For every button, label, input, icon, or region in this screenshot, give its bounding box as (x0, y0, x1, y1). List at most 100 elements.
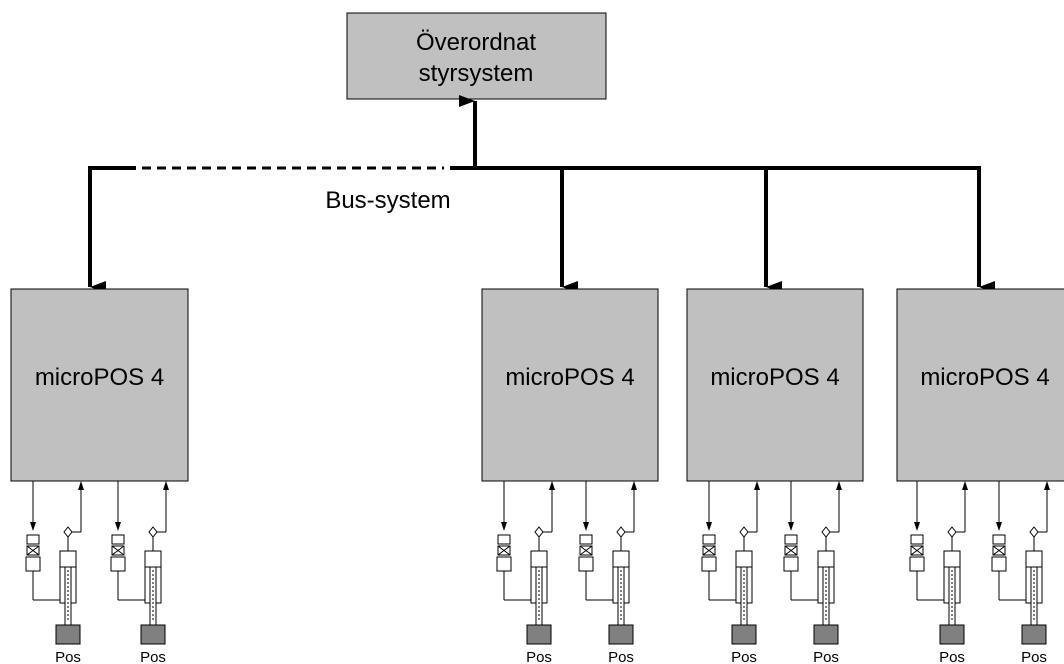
micropos-module: microPOS 4 Pos Pos (481, 288, 659, 664)
load-weight-icon (813, 624, 839, 645)
load-weight-icon (526, 624, 552, 645)
bus-label: Bus-system (325, 187, 450, 214)
pos-label: Pos (731, 649, 757, 664)
signal-arrow-down (30, 522, 36, 531)
pos-label: Pos (1021, 649, 1047, 664)
valve-upper-icon (26, 534, 40, 545)
cylinder-head-icon (530, 550, 548, 568)
positioner-assembly: Pos (578, 481, 637, 664)
valve-body-icon (496, 556, 512, 572)
valve-upper-icon (992, 534, 1006, 545)
micropos-label: microPOS 4 (920, 364, 1049, 391)
position-sensor-icon (739, 526, 749, 538)
controller-box (346, 12, 607, 100)
signal-arrow-down (996, 522, 1002, 531)
feedback-arrow-up (836, 481, 842, 490)
valve-body-icon (701, 556, 717, 572)
valve-body-icon (25, 556, 41, 572)
valve-upper-icon (579, 534, 593, 545)
load-weight-icon (731, 624, 757, 645)
valve-upper-icon (784, 534, 798, 545)
feedback-arrow-up (962, 481, 968, 490)
valve-upper-icon (702, 534, 716, 545)
feedback-arrow-up (163, 481, 169, 490)
pos-label: Pos (55, 649, 81, 664)
micropos-label: microPOS 4 (35, 364, 164, 391)
cylinder-head-icon (144, 550, 162, 568)
feedback-arrow-up (754, 481, 760, 490)
valve-cross-icon (784, 545, 798, 556)
load-weight-icon (140, 624, 166, 645)
cylinder-head-icon (943, 550, 961, 568)
micropos-box (686, 288, 864, 482)
controller-label-line1: Överordnat (416, 29, 536, 56)
valve-cross-icon (579, 545, 593, 556)
pos-label: Pos (608, 649, 634, 664)
signal-arrow-down (788, 522, 794, 531)
feedback-arrow-up (1044, 481, 1050, 490)
micropos-module: microPOS 4 Pos Pos (686, 288, 864, 664)
valve-body-icon (783, 556, 799, 572)
positioner-assembly: Pos (701, 481, 760, 664)
valve-cross-icon (26, 545, 40, 556)
signal-arrow-down (914, 522, 920, 531)
positioner-assembly: Pos (110, 481, 169, 664)
signal-arrow-down (501, 522, 507, 531)
valve-body-icon (110, 556, 126, 572)
valve-upper-icon (910, 534, 924, 545)
valve-upper-icon (111, 534, 125, 545)
position-sensor-icon (63, 526, 73, 538)
cylinder-head-icon (735, 550, 753, 568)
cylinder-head-icon (1025, 550, 1043, 568)
valve-cross-icon (910, 545, 924, 556)
feedback-arrow-up (631, 481, 637, 490)
micropos-module: microPOS 4 Pos Pos (896, 288, 1064, 664)
positioner-assembly: Pos (783, 481, 842, 664)
micropos-label: microPOS 4 (505, 364, 634, 391)
pos-label: Pos (813, 649, 839, 664)
load-weight-icon (1021, 624, 1047, 645)
superior-control-system: Överordnat styrsystem (346, 12, 607, 100)
controller-label-line2: styrsystem (419, 60, 534, 87)
bus-line (88, 95, 995, 293)
positioner-assembly: Pos (991, 481, 1050, 664)
positioner-assembly: Pos (25, 481, 84, 664)
valve-body-icon (578, 556, 594, 572)
feedback-arrow-up (549, 481, 555, 490)
valve-cross-icon (111, 545, 125, 556)
positioner-assembly: Pos (909, 481, 968, 664)
positioner-assembly: Pos (496, 481, 555, 664)
position-sensor-icon (616, 526, 626, 538)
valve-cross-icon (702, 545, 716, 556)
micropos-box (10, 288, 189, 482)
position-sensor-icon (821, 526, 831, 538)
valve-body-icon (909, 556, 925, 572)
valve-cross-icon (992, 545, 1006, 556)
signal-arrow-down (706, 522, 712, 531)
feedback-arrow-up (78, 481, 84, 490)
micropos-box (481, 288, 659, 482)
load-weight-icon (55, 624, 81, 645)
pos-label: Pos (939, 649, 965, 664)
signal-arrow-down (583, 522, 589, 531)
micropos-label: microPOS 4 (710, 364, 839, 391)
position-sensor-icon (1029, 526, 1039, 538)
valve-body-icon (991, 556, 1007, 572)
cylinder-head-icon (612, 550, 630, 568)
position-sensor-icon (534, 526, 544, 538)
pos-label: Pos (526, 649, 552, 664)
pos-label: Pos (140, 649, 166, 664)
cylinder-head-icon (817, 550, 835, 568)
valve-cross-icon (497, 545, 511, 556)
signal-arrow-down (115, 522, 121, 531)
load-weight-icon (608, 624, 634, 645)
position-sensor-icon (947, 526, 957, 538)
load-weight-icon (939, 624, 965, 645)
micropos-box (896, 288, 1064, 482)
position-sensor-icon (148, 526, 158, 538)
micropos-module: microPOS 4 Pos Pos (10, 288, 189, 664)
valve-upper-icon (497, 534, 511, 545)
cylinder-head-icon (59, 550, 77, 568)
